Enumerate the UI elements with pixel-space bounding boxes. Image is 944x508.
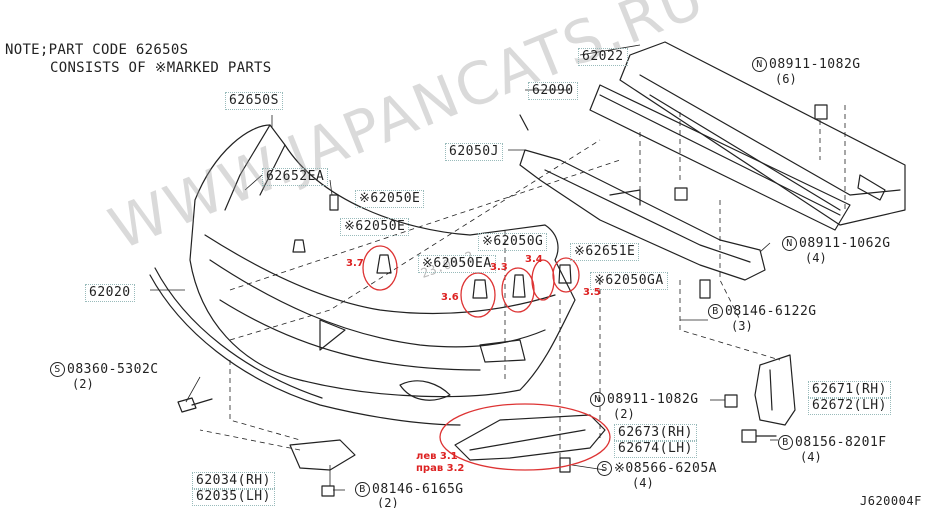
label-62674[interactable]: 62674(LH) (614, 440, 697, 458)
fastener-08566-6205A[interactable]: S※08566-6205A (597, 461, 717, 476)
label-62022[interactable]: 62022 (578, 48, 628, 66)
bolt-symbol: B (708, 304, 723, 319)
highlight-3-4 (531, 259, 555, 301)
qty: (4) (805, 251, 827, 265)
qty: (4) (632, 476, 654, 490)
label-62650S[interactable]: 62650S (225, 92, 283, 110)
lower-lip-strip (149, 274, 461, 426)
energy-absorber (589, 84, 851, 231)
highlight-3-7 (362, 245, 398, 291)
qty: (2) (72, 377, 94, 391)
reinforcement-bar (619, 41, 906, 226)
nut-symbol: N (752, 57, 767, 72)
side-bracket (754, 354, 796, 426)
note-line-2: CONSISTS OF ※MARKED PARTS (50, 60, 272, 76)
screw-symbol: S (50, 362, 65, 377)
splash-guard (289, 439, 356, 471)
label-62672[interactable]: 62672(LH) (808, 397, 891, 415)
qty: (6) (775, 72, 797, 86)
label-62035[interactable]: 62035(LH) (192, 488, 275, 506)
label-62652EA[interactable]: 62652EA (262, 168, 329, 186)
label-62651E[interactable]: ※62651E (570, 243, 640, 261)
label-62050G[interactable]: ※62050G (478, 233, 548, 251)
nut-symbol: N (590, 392, 605, 407)
label-62050GA[interactable]: ※62050GA (590, 272, 668, 290)
annotation-3-4: 3.4 (525, 254, 543, 265)
qty: (3) (731, 319, 753, 333)
label-62050J[interactable]: 62050J (445, 143, 503, 161)
qty: (4) (800, 450, 822, 464)
upper-bracket (519, 149, 766, 281)
annotation-3-5: 3.5 (583, 287, 601, 298)
highlight-3-6 (460, 272, 496, 318)
nut-symbol: N (782, 236, 797, 251)
bolt-symbol: B (778, 435, 793, 450)
highlight-3-5 (552, 257, 580, 293)
label-62020[interactable]: 62020 (85, 284, 135, 302)
annotation-left: лев 3.1 (416, 451, 458, 462)
note-line-1: NOTE;PART CODE 62650S (5, 42, 189, 58)
qty: (2) (377, 496, 399, 508)
annotation-3-7: 3.7 (346, 258, 364, 269)
annotation-right: прав 3.2 (416, 463, 465, 474)
highlight-under-cover (439, 403, 611, 471)
label-62671[interactable]: 62671(RH) (808, 381, 891, 399)
label-62090[interactable]: 62090 (528, 82, 578, 100)
annotation-3-6: 3.6 (441, 292, 459, 303)
annotation-3-3: 3.3 (490, 262, 508, 273)
under-cover (454, 414, 606, 461)
diagram-code: J620004F (860, 494, 922, 508)
screw-symbol: S (597, 461, 612, 476)
label-62050E-b[interactable]: ※62050E (340, 218, 410, 236)
label-62673[interactable]: 62673(RH) (614, 424, 697, 442)
label-62034[interactable]: 62034(RH) (192, 472, 275, 490)
label-62050EA[interactable]: ※62050EA (418, 255, 496, 273)
label-62050E-a[interactable]: ※62050E (355, 190, 425, 208)
qty: (2) (613, 407, 635, 421)
bolt-symbol: B (355, 482, 370, 497)
